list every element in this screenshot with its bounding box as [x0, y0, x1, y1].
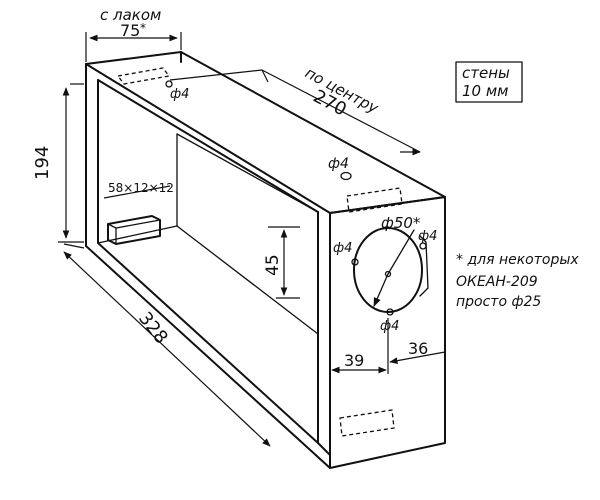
- slot-top-front: [346, 187, 403, 213]
- dim-height: [58, 83, 84, 243]
- dim-offsets: [331, 318, 446, 374]
- walls-note-box: [455, 61, 523, 103]
- label-hole-right: ф4: [418, 229, 437, 244]
- label-with-lacquer: с лаком: [100, 6, 161, 24]
- dim-inner-height: [268, 226, 300, 299]
- label-height: 194: [32, 146, 53, 180]
- hole-mid-top-icon: [340, 171, 352, 181]
- label-walls-thickness: 10 мм: [462, 82, 509, 100]
- footnote-line1: * для некоторых: [456, 252, 579, 268]
- label-walls: стены: [462, 64, 510, 82]
- footnote-line3: просто ф25: [456, 294, 541, 310]
- block-size-leader: [103, 185, 171, 199]
- support-block: [107, 215, 161, 245]
- label-hole-bottom: ф4: [380, 319, 399, 334]
- hole-top-icon: [165, 80, 173, 88]
- label-hole-left: ф4: [333, 241, 352, 256]
- label-depth: 75: [120, 21, 140, 40]
- dim-center: [169, 69, 421, 156]
- label-offset-left: 39: [344, 351, 364, 370]
- label-length: 328: [134, 308, 172, 348]
- label-hole-mid: ф4: [328, 156, 349, 172]
- label-block-size: 58×12×12: [108, 181, 174, 195]
- dim-length: [63, 243, 271, 447]
- slot-bottom-front: [339, 409, 395, 437]
- label-offset-right: 36: [408, 339, 428, 358]
- label-hole-top: ф4: [170, 87, 189, 102]
- slot-top: [116, 67, 171, 85]
- speaker-circle: [351, 227, 429, 316]
- dim-depth: [85, 32, 182, 62]
- footnote-line2: ОКЕАН-209: [456, 274, 538, 290]
- label-inner-height: 45: [263, 254, 283, 276]
- label-circle: ф50*: [381, 214, 421, 232]
- label-depth-suffix: *: [140, 21, 146, 35]
